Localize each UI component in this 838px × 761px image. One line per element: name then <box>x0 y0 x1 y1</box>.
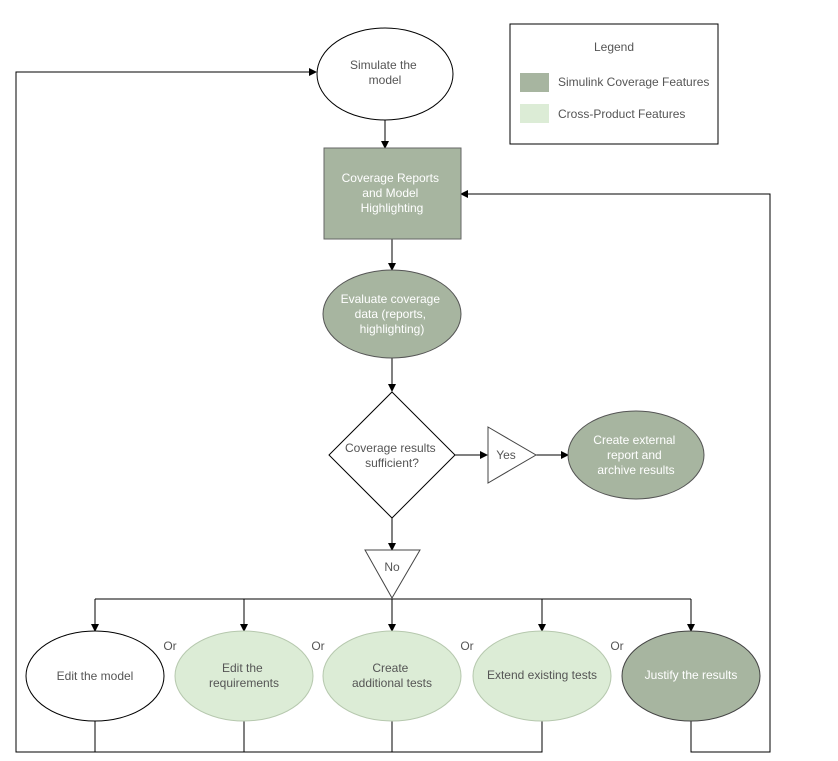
option-extend-tests: Extend existing tests <box>472 630 612 722</box>
node-evaluate-label: Evaluate coverage data (reports, highlig… <box>341 292 444 336</box>
node-coverage-reports: Coverage Reports and Model Highlighting <box>323 147 462 240</box>
legend-title: Legend <box>594 40 634 54</box>
connectors <box>15 68 771 753</box>
or-label-3: Or <box>460 639 473 653</box>
node-simulate: Simulate the model <box>316 27 454 121</box>
node-decision: Coverage results sufficient? <box>328 391 456 519</box>
or-label-2: Or <box>311 639 324 653</box>
node-external-label: Create external report and archive resul… <box>593 433 678 477</box>
legend-label-simulink: Simulink Coverage Features <box>558 75 709 89</box>
option-create-tests: Create additional tests <box>322 630 462 722</box>
node-evaluate: Evaluate coverage data (reports, highlig… <box>322 269 462 359</box>
legend: Legend Simulink Coverage Features Cross-… <box>509 23 719 145</box>
option-edit-requirements-label: Edit the requirements <box>209 661 279 690</box>
edge-options-return-bus <box>94 721 543 753</box>
option-edit-model-label: Edit the model <box>57 669 134 683</box>
legend-swatch-simulink <box>520 73 549 92</box>
node-yes-label: Yes <box>496 448 516 462</box>
legend-label-cross-product: Cross-Product Features <box>558 107 685 121</box>
node-no: No <box>364 549 421 600</box>
or-label-4: Or <box>610 639 623 653</box>
or-label-1: Or <box>163 639 176 653</box>
option-edit-model: Edit the model <box>25 630 165 722</box>
node-coverage-reports-label: Coverage Reports and Model Highlighting <box>342 171 443 215</box>
edge-justify-to-reports <box>460 190 771 753</box>
option-justify-results: Justify the results <box>621 630 761 722</box>
option-create-tests-label: Create additional tests <box>352 661 432 690</box>
option-justify-results-label: Justify the results <box>645 668 738 682</box>
node-yes: Yes <box>487 426 537 484</box>
edge-loop-to-simulate <box>15 68 317 753</box>
node-decision-label: Coverage results sufficient? <box>345 441 439 470</box>
node-external: Create external report and archive resul… <box>567 410 705 500</box>
option-extend-tests-label: Extend existing tests <box>487 668 597 682</box>
node-simulate-label: Simulate the model <box>350 58 420 87</box>
legend-swatch-cross-product <box>520 104 549 123</box>
node-no-label: No <box>384 560 400 574</box>
option-edit-requirements: Edit the requirements <box>174 630 314 722</box>
